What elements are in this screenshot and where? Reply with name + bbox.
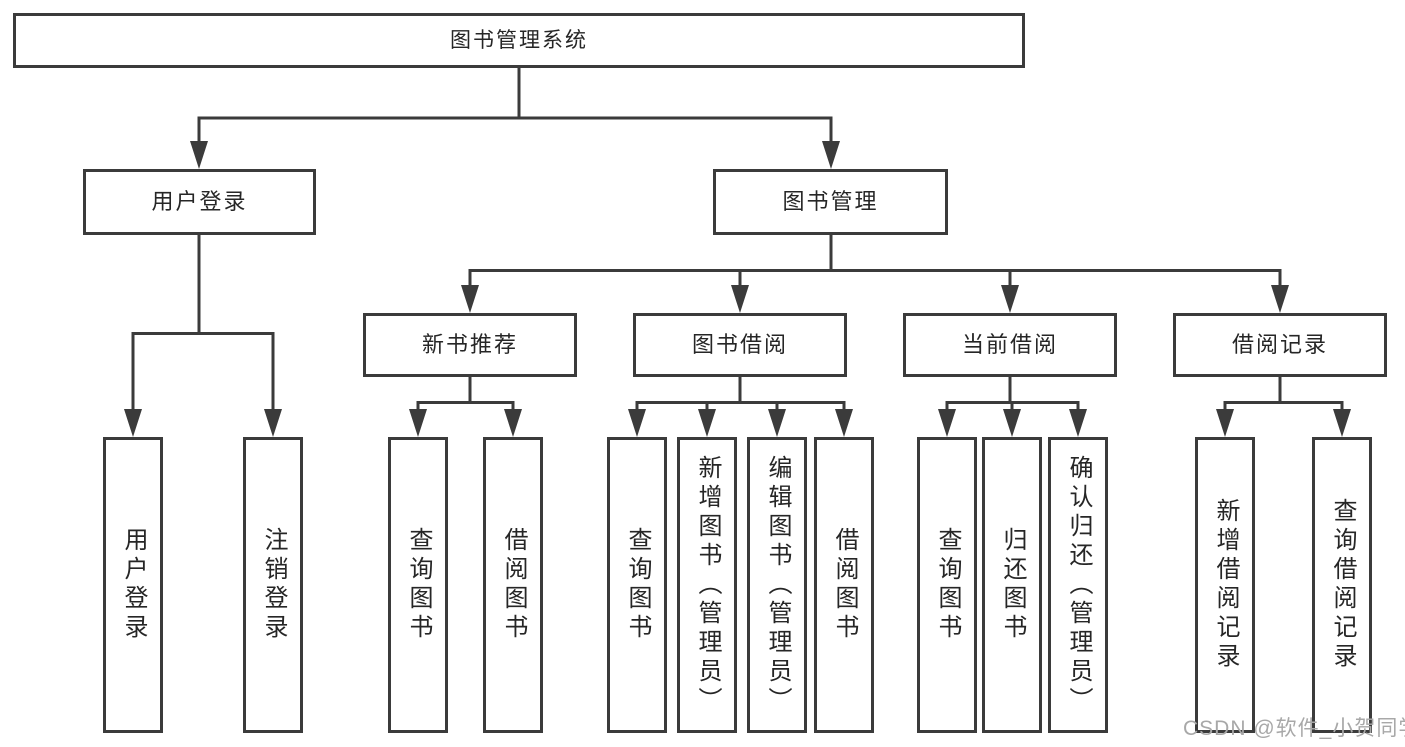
leaf-add-borrow-record-label: 新增借阅记录 xyxy=(1212,498,1239,672)
leaf-add-books-admin-label: 新增图书（管理员） xyxy=(694,454,721,716)
connector-book-borrow-to-leaves xyxy=(628,377,853,437)
leaf-add-books-admin: 新增图书（管理员） xyxy=(677,437,737,733)
connector-book-management-to-level3 xyxy=(461,235,1289,313)
leaf-borrow-books-recommend: 借阅图书 xyxy=(483,437,543,733)
leaf-confirm-return-admin-label: 确认归还（管理员） xyxy=(1065,454,1092,716)
node-current-borrow: 当前借阅 xyxy=(903,313,1117,377)
node-root: 图书管理系统 xyxy=(13,13,1025,68)
node-new-book-recommend-label: 新书推荐 xyxy=(421,332,518,357)
leaf-return-books: 归还图书 xyxy=(982,437,1042,733)
connector-new-book-recommend-to-leaves xyxy=(409,377,522,437)
leaf-query-books-borrow: 查询图书 xyxy=(607,437,667,733)
node-new-book-recommend: 新书推荐 xyxy=(363,313,577,377)
connector-borrow-records-to-leaves xyxy=(1216,377,1351,437)
node-root-label: 图书管理系统 xyxy=(450,29,588,52)
leaf-edit-books-admin-label: 编辑图书（管理员） xyxy=(764,454,791,716)
node-book-management-label: 图书管理 xyxy=(782,189,879,214)
leaf-query-books-recommend: 查询图书 xyxy=(388,437,448,733)
connector-user-login-to-leaves xyxy=(124,235,282,437)
leaf-borrow-books: 借阅图书 xyxy=(814,437,874,733)
leaf-query-borrow-record-label: 查询借阅记录 xyxy=(1329,498,1356,672)
leaf-logout: 注销登录 xyxy=(243,437,303,733)
leaf-query-books-current-label: 查询图书 xyxy=(934,527,961,643)
leaf-query-books-recommend-label: 查询图书 xyxy=(405,527,432,643)
leaf-borrow-books-recommend-label: 借阅图书 xyxy=(500,527,527,643)
connector-root-to-level2 xyxy=(190,68,840,169)
leaf-confirm-return-admin: 确认归还（管理员） xyxy=(1048,437,1108,733)
node-user-login-label: 用户登录 xyxy=(151,189,248,214)
leaf-add-borrow-record: 新增借阅记录 xyxy=(1195,437,1255,733)
leaf-query-books-borrow-label: 查询图书 xyxy=(624,527,651,643)
leaf-edit-books-admin: 编辑图书（管理员） xyxy=(747,437,807,733)
node-current-borrow-label: 当前借阅 xyxy=(961,332,1058,357)
node-borrow-records-label: 借阅记录 xyxy=(1231,332,1328,357)
leaf-user-login-label: 用户登录 xyxy=(120,527,147,643)
node-book-management: 图书管理 xyxy=(713,169,948,235)
leaf-borrow-books-label: 借阅图书 xyxy=(831,527,858,643)
node-user-login: 用户登录 xyxy=(83,169,316,235)
node-borrow-records: 借阅记录 xyxy=(1173,313,1387,377)
node-book-borrow-label: 图书借阅 xyxy=(691,332,788,357)
leaf-query-borrow-record: 查询借阅记录 xyxy=(1312,437,1372,733)
connector-current-borrow-to-leaves xyxy=(938,377,1087,437)
leaf-logout-label: 注销登录 xyxy=(260,527,287,643)
csdn-watermark: CSDN @软件_小贺同学 xyxy=(1183,717,1405,740)
leaf-query-books-current: 查询图书 xyxy=(917,437,977,733)
leaf-return-books-label: 归还图书 xyxy=(999,527,1026,643)
leaf-user-login: 用户登录 xyxy=(103,437,163,733)
node-book-borrow: 图书借阅 xyxy=(633,313,847,377)
